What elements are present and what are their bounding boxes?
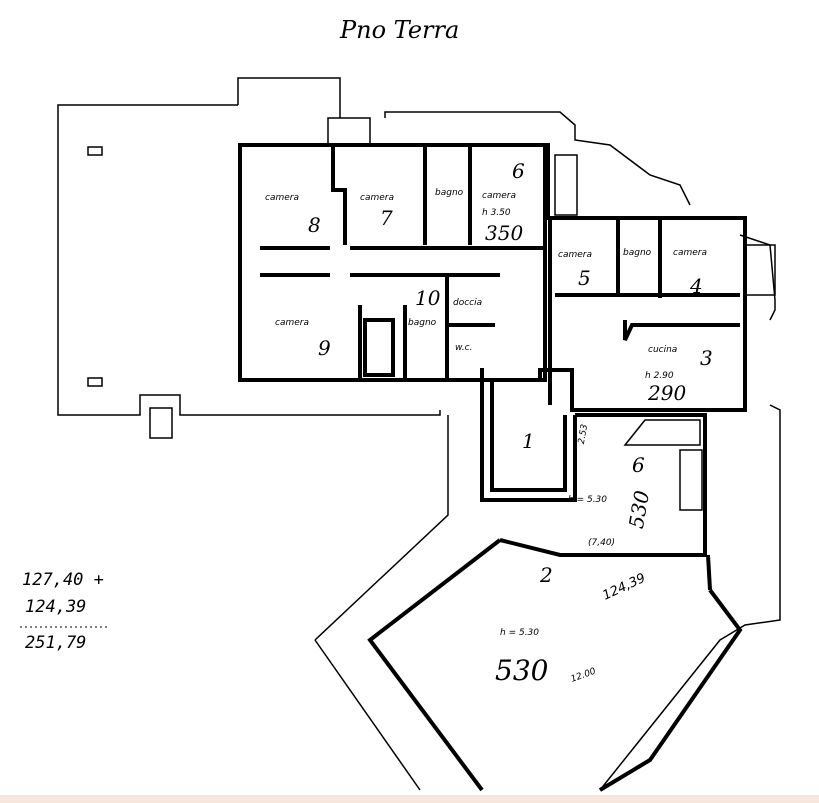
room-number: 8: [308, 213, 321, 237]
room-label: camera: [482, 191, 516, 201]
room-number: 6: [632, 453, 645, 477]
room-number: 5: [578, 266, 591, 290]
room-label: camera: [673, 248, 707, 258]
room-height: h 3.50: [482, 208, 511, 218]
room-label: bagno: [408, 318, 437, 328]
room-height-big: 530: [495, 654, 548, 687]
room-number: 7: [380, 206, 393, 230]
room-label: bagno: [435, 188, 464, 198]
room-height-big: 350: [485, 221, 523, 245]
room-number: 10: [415, 286, 441, 310]
room-label: camera: [360, 193, 394, 203]
room-area: 124,39: [600, 571, 648, 604]
room-height: h 2.90: [645, 371, 674, 381]
room-label: camera: [265, 193, 299, 203]
room-number: 9: [318, 336, 331, 360]
site-outline: [57, 77, 781, 791]
room-height: h = 5.30: [568, 495, 607, 505]
room-dimension: 12.00: [570, 667, 598, 685]
room-label: bagno: [623, 248, 652, 258]
room-height: h = 5.30: [500, 628, 539, 638]
stairs: [327, 117, 776, 511]
room-dimension: 2.53: [577, 423, 590, 445]
room-number: 2: [539, 563, 553, 587]
room-label: w.c.: [455, 343, 472, 353]
room-number: 1: [522, 429, 535, 453]
room-label: cucina: [648, 345, 677, 355]
plan-title: Pno Terra: [339, 16, 459, 44]
room-number: 4: [689, 274, 703, 298]
area-note-total: 251,79: [25, 633, 86, 653]
room-label: doccia: [453, 298, 482, 308]
room-height-big: 530: [624, 488, 654, 530]
room-dimension: (7,40): [588, 538, 615, 548]
room-number: 3: [700, 346, 713, 370]
area-note: 124,39: [25, 597, 86, 617]
room-height-big: 290: [647, 381, 686, 405]
bottom-strip: [0, 795, 819, 803]
room-number: 6: [512, 159, 525, 183]
room-label: camera: [558, 250, 592, 260]
room-label: camera: [275, 318, 309, 328]
walls: [238, 143, 747, 792]
area-note: 127,40 +: [22, 570, 104, 590]
